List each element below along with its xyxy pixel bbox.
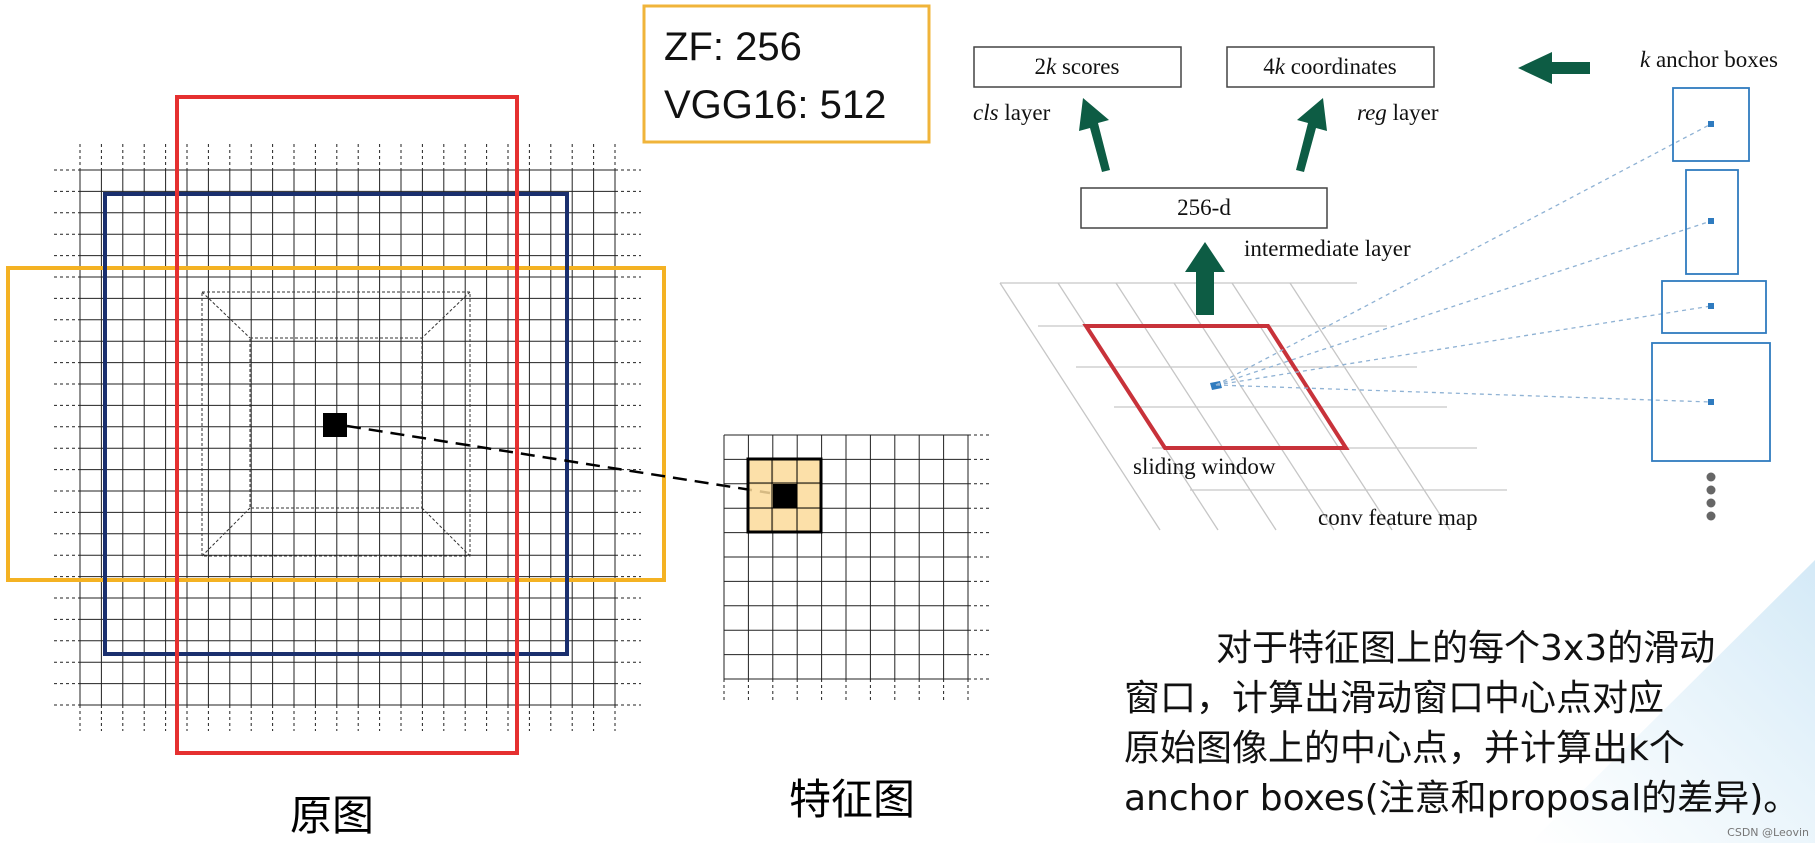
green-arrows <box>1079 52 1590 315</box>
description-text: 对于特征图上的每个3x3的滑动 窗口，计算出滑动窗口中心点对应 原始图像上的中心… <box>1124 624 1804 824</box>
description-line-3: 原始图像上的中心点，并计算出k个 <box>1124 728 1685 769</box>
arrow-to-reg <box>1296 98 1327 172</box>
intermediate-256d-box <box>1080 187 1328 229</box>
backbone-box <box>642 4 931 144</box>
description-line-2: 窗口，计算出滑动窗口中心点对应 <box>1124 678 1665 719</box>
backbone-vgg16: VGG16: 512 <box>664 83 886 127</box>
anchor-box-1 <box>1672 87 1750 162</box>
original-image-dashed-border <box>54 144 641 731</box>
watermark: CSDN @Leovin <box>1727 826 1809 839</box>
anchor-box-4 <box>1651 342 1771 462</box>
more-anchors-ellipsis <box>1706 472 1716 521</box>
cls-scores-box <box>973 46 1182 88</box>
arrow-to-cls <box>1079 98 1110 172</box>
reg-layer-label: reg layer <box>1357 100 1439 125</box>
description-line-1: 对于特征图上的每个3x3的滑动 <box>1216 628 1716 669</box>
original-image-grid <box>79 169 616 706</box>
feature-center-point <box>773 484 797 508</box>
anchor-box-3 <box>1661 280 1767 334</box>
anchor-rect-wide <box>6 266 666 582</box>
intermediate-layer-label: intermediate layer <box>1244 236 1411 261</box>
anchor-boxes <box>1651 87 1771 462</box>
anchor-connection-lines <box>1215 123 1712 403</box>
anchor-rect-square <box>103 192 569 656</box>
description-line-4: anchor boxes(注意和proposal的差异)。 <box>1124 778 1800 819</box>
cls-scores-text: 2k scores <box>1035 54 1120 79</box>
reg-coordinates-text: 4k coordinates <box>1263 54 1397 79</box>
conv-feature-map-grid <box>999 282 1507 531</box>
sliding-window-label: sliding window <box>1133 454 1276 479</box>
receptive-field-frame <box>201 291 471 557</box>
mapping-dashed-line <box>346 424 771 495</box>
backbone-zf: ZF: 256 <box>664 25 802 69</box>
anchor-boxes-title: k anchor boxes <box>1640 47 1778 72</box>
reg-coordinates-box <box>1226 46 1435 88</box>
caption-feature: 特征图 <box>789 775 915 824</box>
caption-original: 原图 <box>290 791 374 840</box>
anchor-box-2 <box>1685 169 1739 275</box>
intermediate-256d-text: 256-d <box>1177 195 1231 220</box>
decorative-corner <box>1530 560 1815 843</box>
original-center-point <box>323 413 347 437</box>
cls-layer-label: cls layer <box>973 100 1051 125</box>
arrow-left-anchors <box>1518 52 1590 84</box>
anchor-rect-tall <box>175 95 519 755</box>
sliding-window-parallelogram <box>1082 324 1350 450</box>
conv-feature-map-label: conv feature map <box>1318 505 1478 530</box>
feature-map-dashed-border <box>723 434 992 703</box>
arrow-up-intermediate <box>1185 242 1225 315</box>
